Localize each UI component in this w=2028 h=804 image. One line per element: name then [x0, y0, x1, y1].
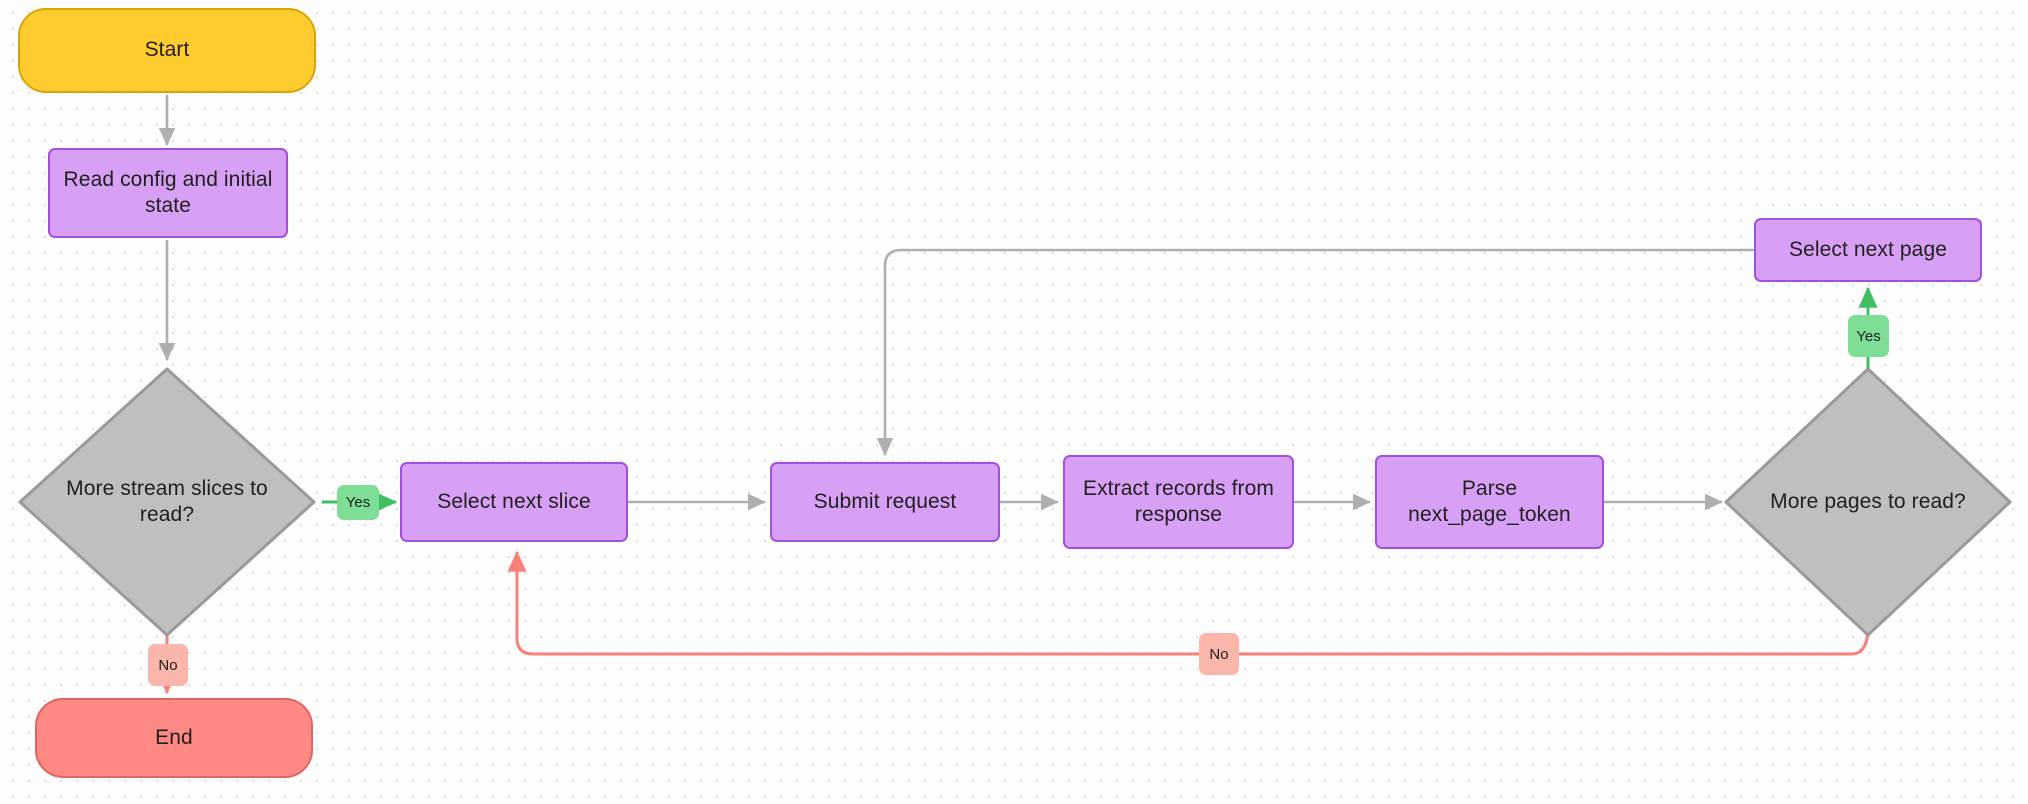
edge-label-slices-no-text: No — [158, 656, 178, 674]
node-select-next-slice[interactable]: Select next slice — [400, 462, 628, 542]
node-start[interactable]: Start — [18, 8, 316, 93]
node-more-pages-label: More pages to read? — [1770, 489, 1966, 513]
edge-label-pages-yes-text: Yes — [1856, 327, 1881, 345]
node-submit-request-label: Submit request — [813, 489, 957, 513]
node-read-config[interactable]: Read config and initial state — [48, 148, 288, 238]
node-parse-next-page-token[interactable]: Parse next_page_token — [1375, 455, 1604, 549]
node-more-stream-slices-label: More stream slices to read? — [66, 476, 268, 526]
node-extract-records-label: Extract records from response — [1082, 476, 1275, 526]
edge-label-pages-no-text: No — [1209, 645, 1229, 663]
edge-label-pages-no: No — [1199, 633, 1239, 675]
edge-label-slices-no: No — [148, 644, 188, 686]
node-end[interactable]: End — [35, 698, 313, 778]
node-start-label: Start — [144, 38, 190, 62]
node-read-config-label: Read config and initial state — [63, 167, 273, 217]
edge-label-slices-yes: Yes — [337, 485, 379, 520]
node-extract-records[interactable]: Extract records from response — [1063, 455, 1294, 549]
node-parse-next-page-token-label: Parse next_page_token — [1408, 476, 1571, 526]
node-more-pages[interactable]: More pages to read? — [1723, 366, 2013, 638]
node-end-label: End — [155, 725, 193, 749]
edge-label-pages-yes: Yes — [1848, 315, 1889, 357]
edge-select-page-to-submit — [876, 248, 1754, 457]
node-more-stream-slices[interactable]: More stream slices to read? — [17, 366, 317, 638]
node-submit-request[interactable]: Submit request — [770, 462, 1000, 542]
decision-diamond-shape — [18, 367, 316, 637]
node-select-next-page[interactable]: Select next page — [1754, 218, 1982, 282]
edge-label-slices-yes-text: Yes — [345, 494, 371, 511]
edge-more-pages-no-to-select-slice — [507, 550, 1870, 656]
decision-diamond-shape — [1724, 367, 2012, 637]
node-select-next-slice-label: Select next slice — [437, 489, 591, 513]
node-select-next-page-label: Select next page — [1788, 237, 1948, 261]
